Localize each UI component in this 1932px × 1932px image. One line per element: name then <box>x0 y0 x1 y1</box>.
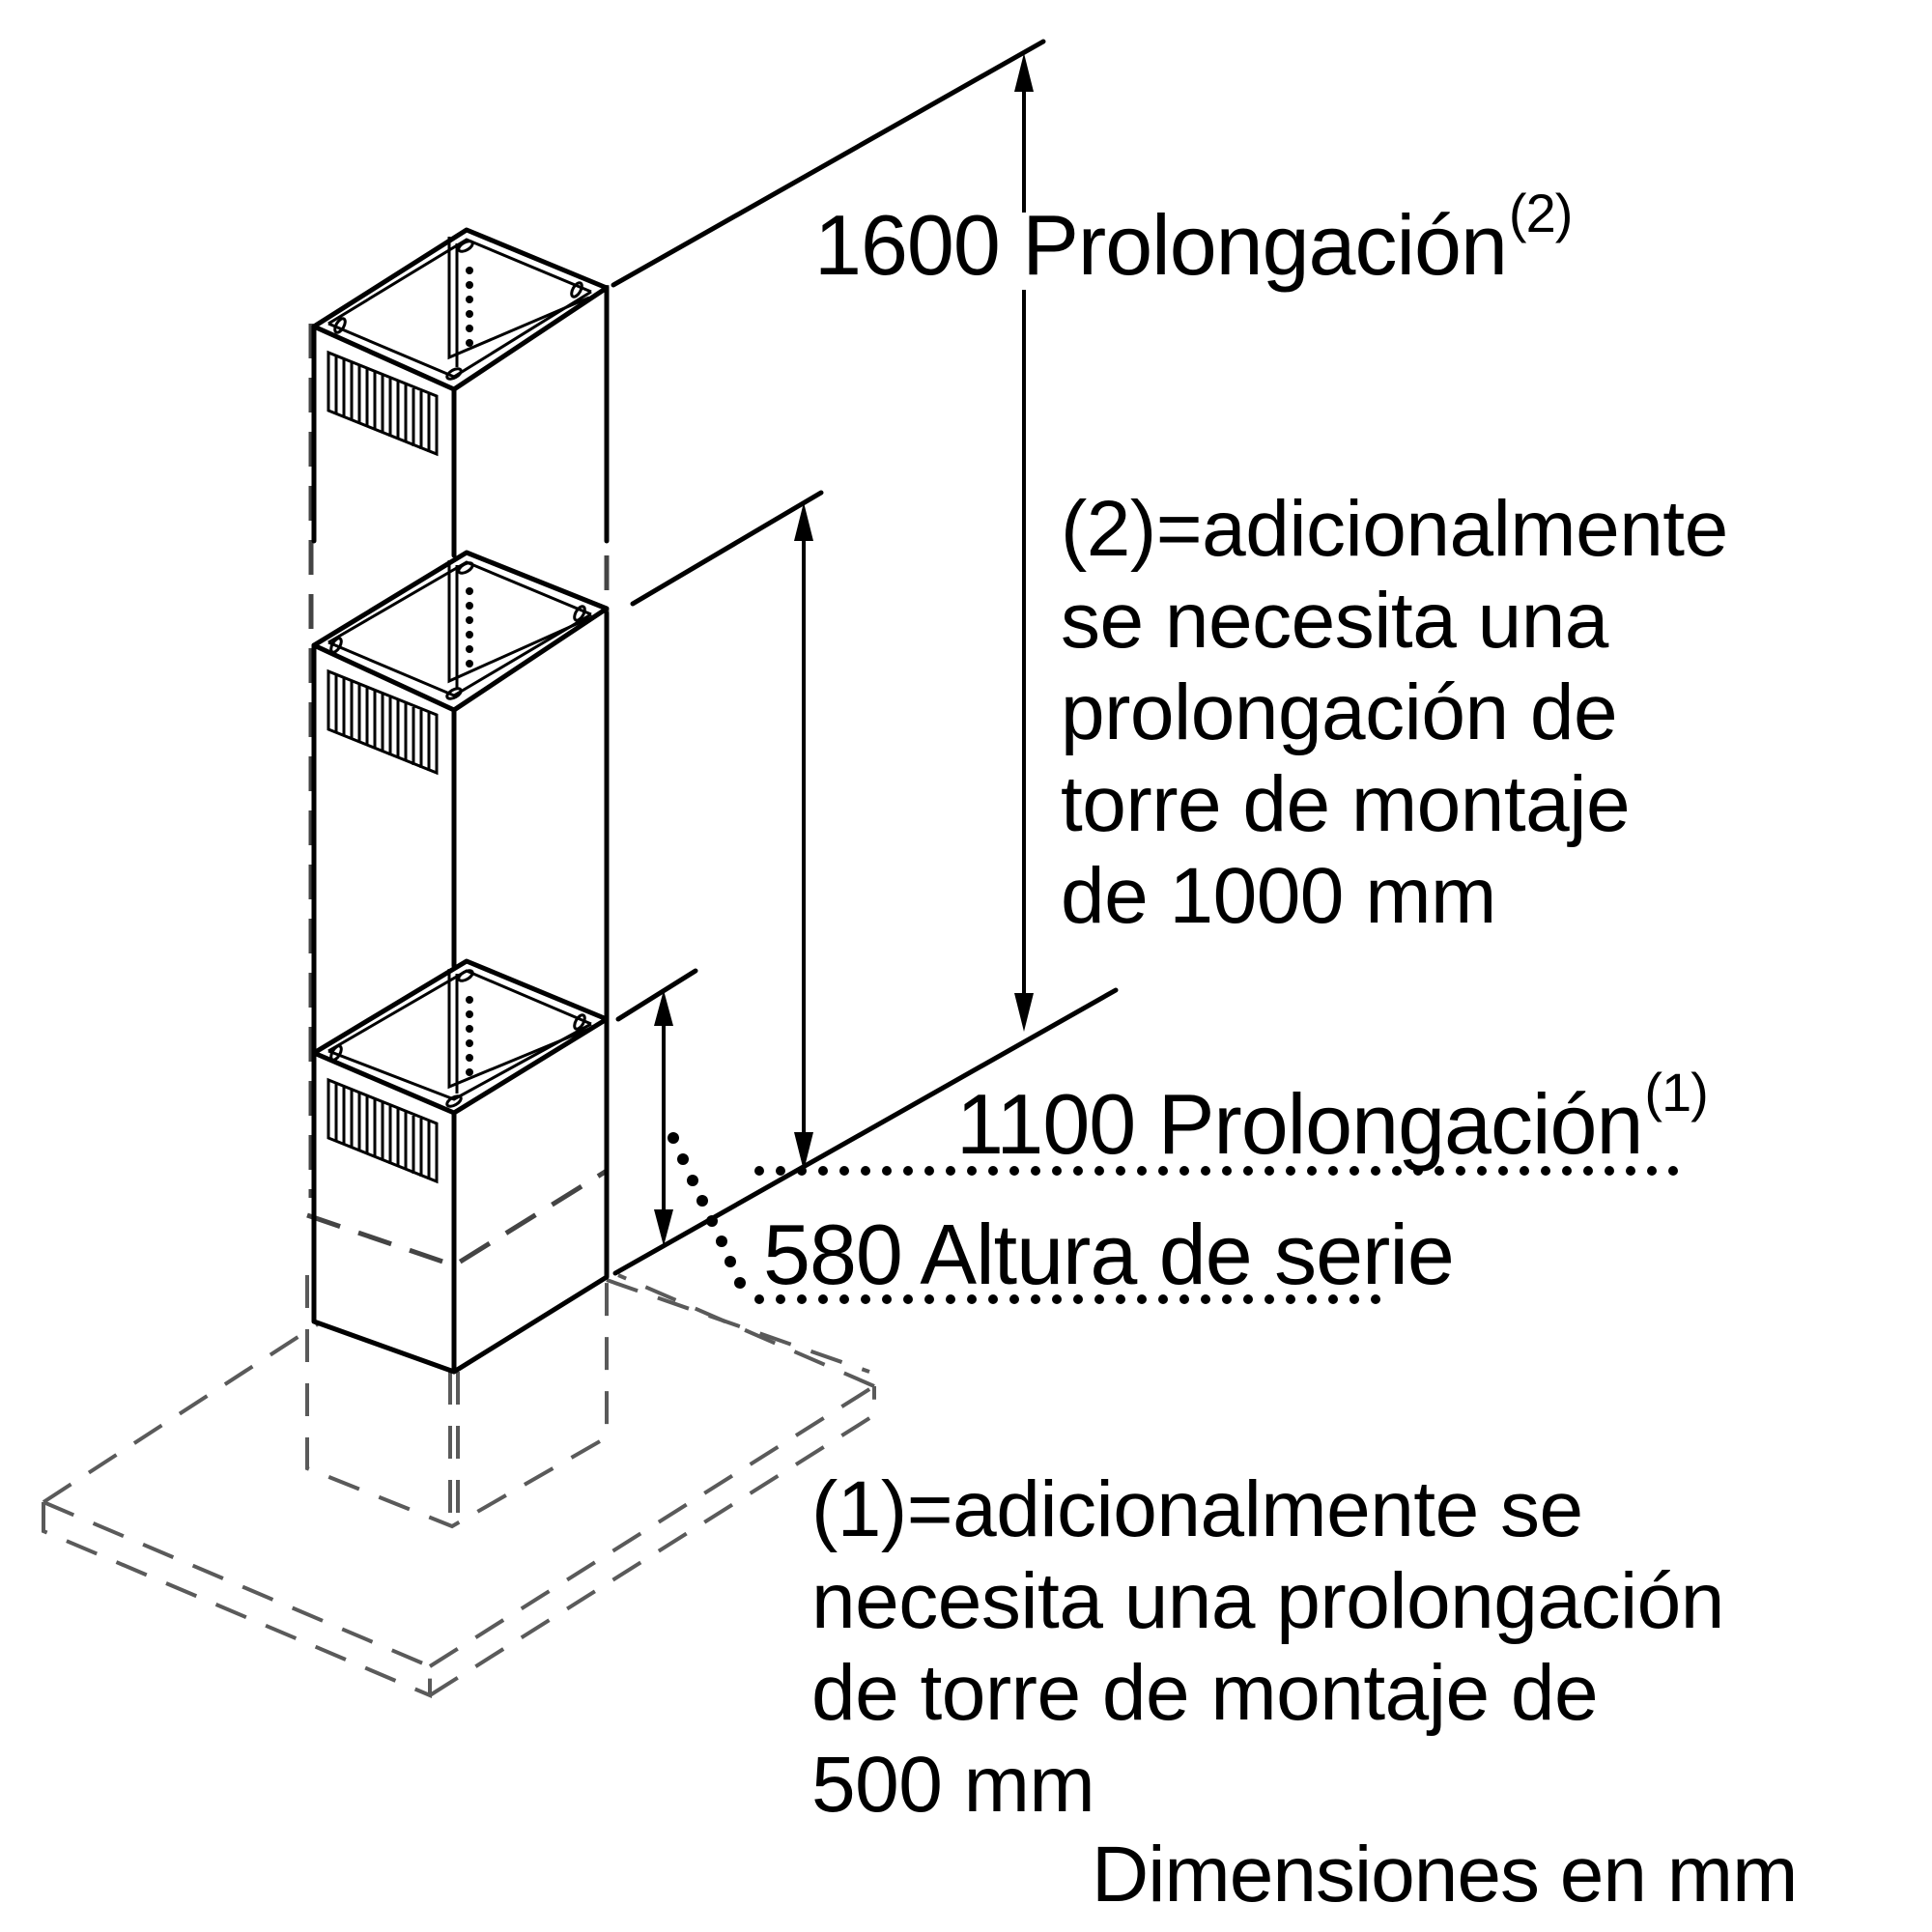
dimension-value: 580 <box>763 1207 903 1302</box>
vent-grille-top <box>327 350 439 457</box>
dimension-value: 1100 <box>956 1076 1136 1172</box>
footnote-1-text: (1)=adicionalmente se necesita una prolo… <box>811 1465 1724 1829</box>
label-1100-prolongacion: 1100 Prolongación(1) <box>956 1065 1709 1167</box>
dimension-text: Prolongación <box>1022 197 1508 293</box>
dimension-text: Prolongación <box>1157 1076 1644 1172</box>
dimension-value: 1600 <box>814 197 1001 293</box>
dimension-1600 <box>1014 53 1034 1032</box>
chimney-module-bottom <box>311 958 610 1375</box>
units-caption: Dimensiones en mm <box>1092 1831 1798 1918</box>
hood-base-outline <box>42 1273 876 1699</box>
footnote-marker: (1) <box>1644 1062 1708 1122</box>
vent-grille-middle <box>327 668 439 776</box>
dimension-text: Altura de serie <box>920 1207 1454 1302</box>
dimension-580 <box>654 990 673 1246</box>
extension-lines <box>611 39 1119 1276</box>
dimension-1100 <box>794 502 813 1171</box>
footnote-2-text: (2)=adicionalmente se necesita una prolo… <box>1061 485 1728 940</box>
label-580-altura-de-serie: 580 Altura de serie <box>763 1212 1455 1297</box>
leader-dotted-580 <box>668 1132 1380 1304</box>
chimney-module-middle <box>311 550 610 1114</box>
footnote-marker: (2) <box>1508 183 1573 243</box>
chimney-module-top <box>311 227 610 850</box>
leader-dotted-1100 <box>754 1166 1678 1176</box>
label-1600-prolongacion: 1600 Prolongación(2) <box>814 186 1573 288</box>
vent-grille-bottom <box>327 1077 439 1184</box>
